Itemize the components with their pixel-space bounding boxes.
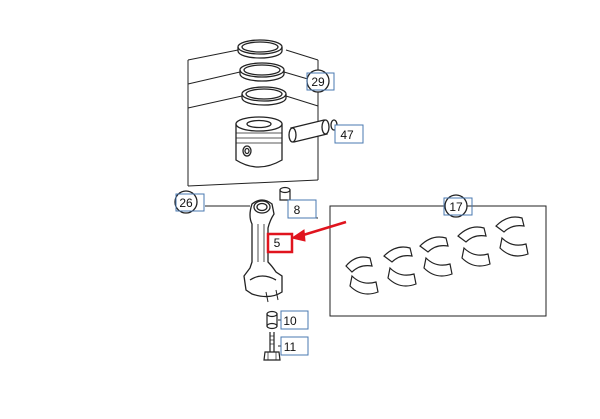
piston-rings bbox=[237, 39, 287, 106]
callout-26-label: 26 bbox=[179, 196, 193, 210]
highlight-arrow bbox=[290, 220, 347, 242]
bearing-shell-5 bbox=[495, 216, 529, 257]
callout-26[interactable]: 26 bbox=[174, 190, 205, 214]
small-pin bbox=[279, 186, 291, 201]
callout-11[interactable]: 11 bbox=[280, 336, 309, 356]
callout-8[interactable]: 8 bbox=[287, 199, 317, 219]
callout-29-label: 29 bbox=[311, 75, 325, 89]
bracket-29 bbox=[187, 49, 319, 187]
callout-11-label: 11 bbox=[284, 340, 297, 354]
bearing-shell-1 bbox=[345, 256, 379, 295]
callout-47-label: 47 bbox=[340, 128, 354, 142]
rod-bolt bbox=[263, 332, 281, 361]
bearing-shell-2 bbox=[383, 246, 417, 287]
bearing-shell-3 bbox=[419, 236, 453, 277]
callout-10[interactable]: 10 bbox=[280, 310, 309, 330]
piston-ring-middle bbox=[239, 62, 285, 82]
callout-47[interactable]: 47 bbox=[334, 124, 364, 144]
callout-29[interactable]: 29 bbox=[306, 69, 335, 93]
piston-ring-top bbox=[237, 39, 283, 59]
callout-8-label: 8 bbox=[294, 203, 301, 217]
bearing-shell-4 bbox=[457, 226, 491, 267]
piston-ring-oil bbox=[241, 86, 287, 106]
bushing bbox=[266, 310, 278, 330]
callout-5[interactable]: 5 bbox=[266, 232, 294, 254]
callout-10-label: 10 bbox=[283, 314, 297, 328]
callout-5-label: 5 bbox=[274, 236, 281, 250]
bearing-shells-box bbox=[329, 205, 547, 317]
connecting-rod bbox=[243, 199, 283, 303]
piston bbox=[235, 116, 283, 168]
bearing-shells bbox=[345, 216, 529, 295]
callout-17[interactable]: 17 bbox=[443, 194, 473, 218]
callout-17-label: 17 bbox=[449, 200, 463, 214]
piston-pin bbox=[288, 119, 338, 143]
